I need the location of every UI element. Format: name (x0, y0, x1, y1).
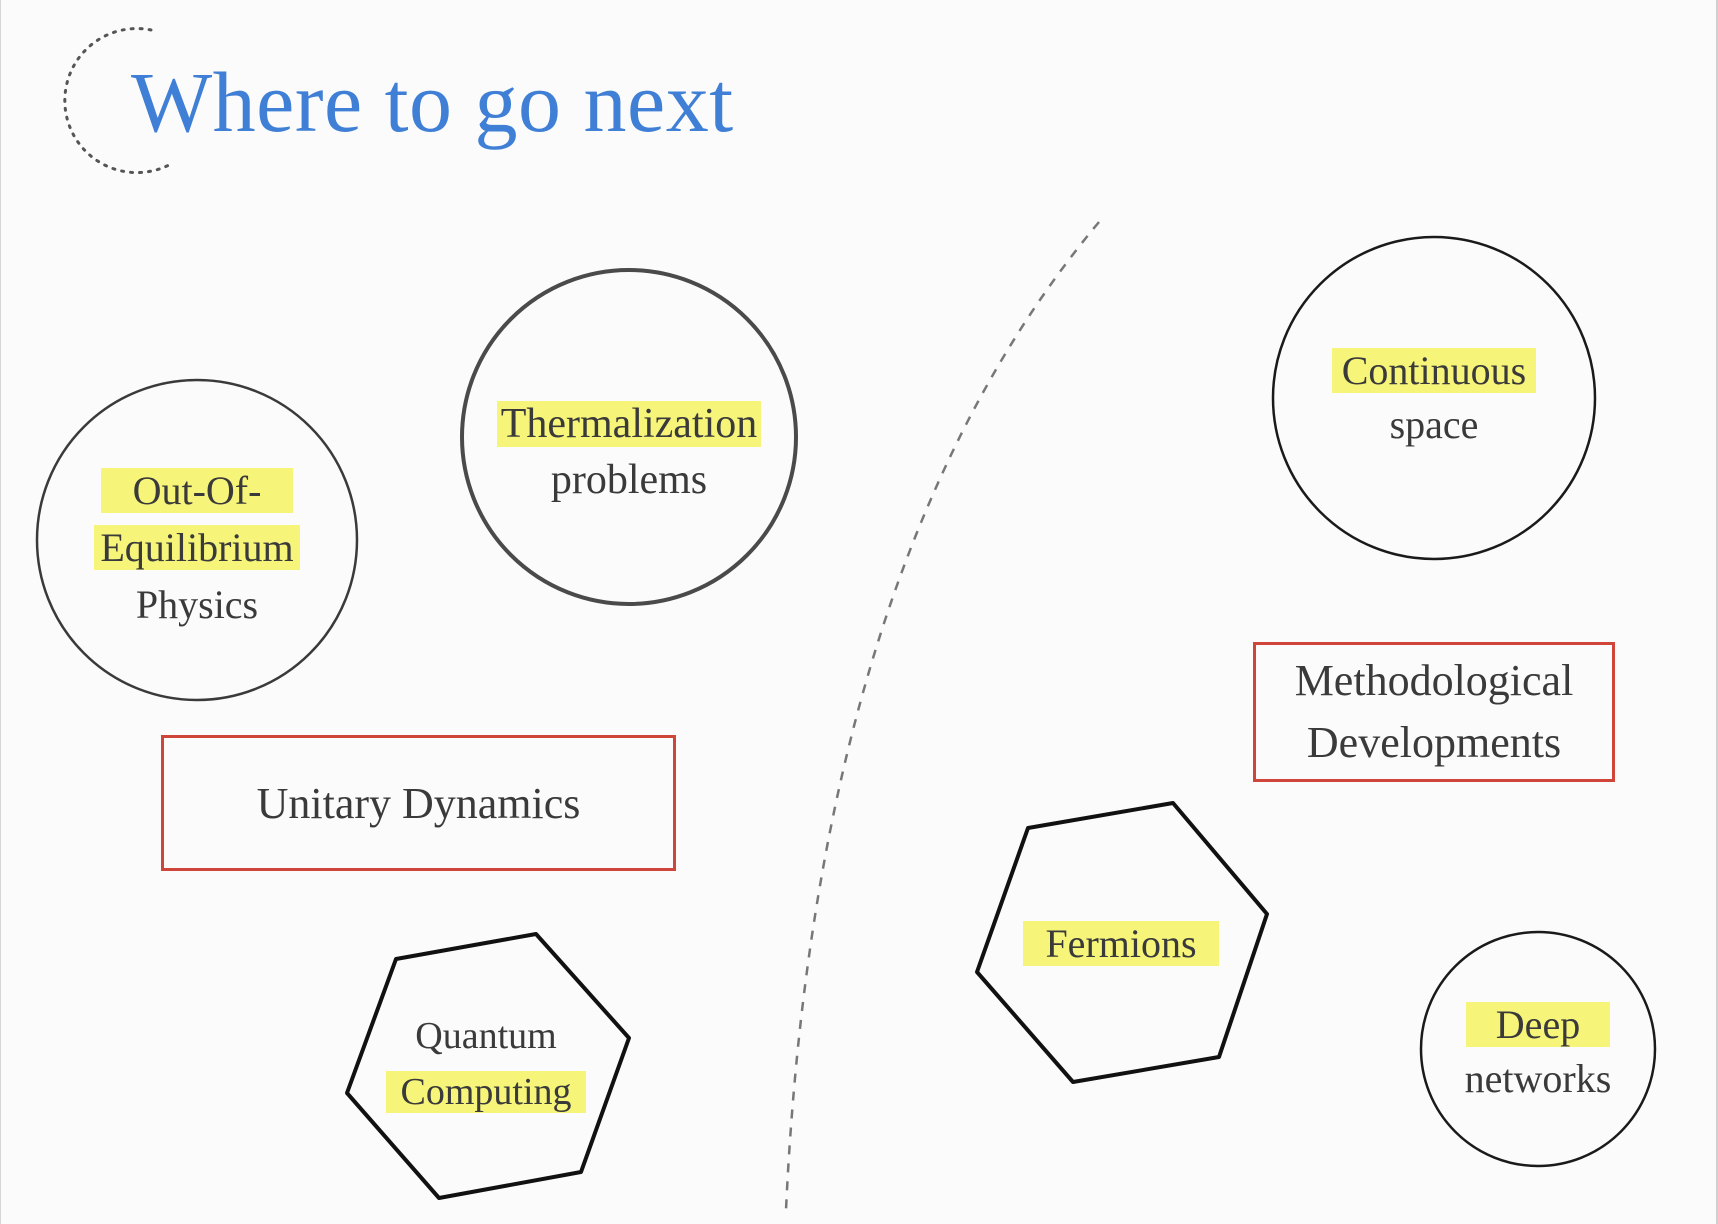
topic-line: networks (1464, 1056, 1612, 1101)
methodological-developments-label: Methodological Developments (1295, 650, 1574, 774)
unitary-dynamics-box: Unitary Dynamics (161, 735, 676, 871)
slide-title: Where to go next (131, 54, 734, 150)
topic-line: problems (550, 457, 708, 503)
topic-line: Deep (1465, 1002, 1611, 1047)
title-dotted-arc (63, 27, 171, 175)
circle-deep-networks (1419, 930, 1657, 1168)
topic-line: Out-Of- (100, 468, 294, 513)
hexagon-quantum-computing (345, 932, 631, 1200)
methodological-developments-box: Methodological Developments (1253, 642, 1615, 782)
header-line: Developments (1306, 718, 1562, 767)
topic-line: Thermalization (496, 401, 762, 447)
hexagon-fermions (975, 801, 1269, 1084)
divider-dashed-curve (784, 221, 1100, 1211)
topic-out-of-equilibrium: Out-Of- Equilibrium Physics (37, 462, 357, 633)
topic-thermalization: Thermalization problems (459, 396, 799, 508)
topic-fermions: Fermions (971, 914, 1271, 974)
circle-continuous-space (1271, 235, 1597, 561)
circle-thermalization (460, 268, 798, 606)
topic-line: Quantum (415, 1015, 557, 1057)
topic-quantum-computing: Quantum Computing (336, 1008, 636, 1120)
topic-line: space (1389, 402, 1479, 447)
topic-line: Physics (135, 582, 259, 627)
topic-line: Continuous (1331, 348, 1537, 393)
topic-line: Equilibrium (94, 525, 300, 570)
topic-line: Computing (386, 1071, 586, 1113)
circle-out-of-equilibrium (35, 378, 359, 702)
unitary-dynamics-label: Unitary Dynamics (256, 778, 581, 828)
topic-continuous-space: Continuous space (1284, 344, 1584, 452)
topic-line: Fermions (1023, 921, 1219, 966)
topic-deep-networks: Deep networks (1413, 998, 1663, 1106)
header-line: Methodological (1294, 656, 1574, 705)
